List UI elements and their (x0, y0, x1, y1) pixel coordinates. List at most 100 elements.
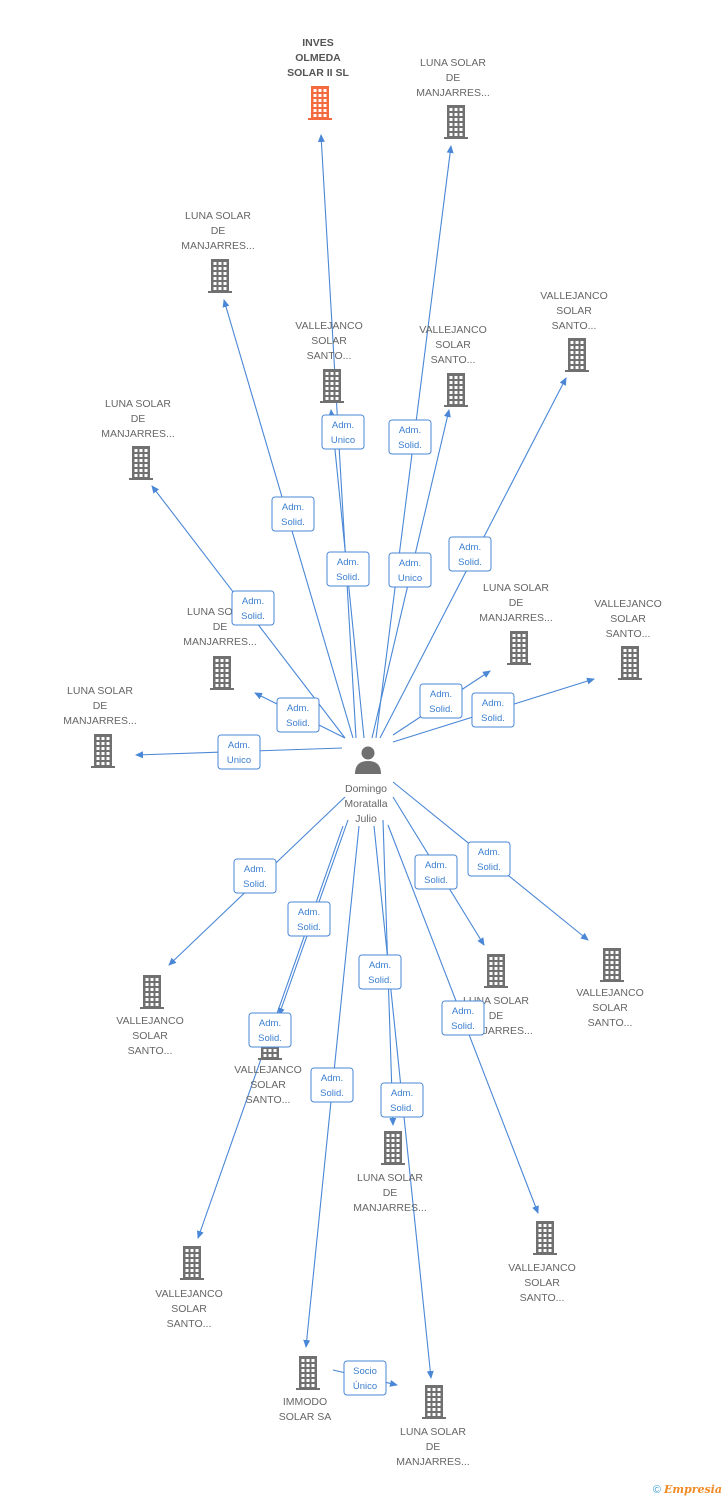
relation-label[interactable]: Adm. Unico (217, 734, 261, 770)
company-name-line: SANTO... (431, 354, 476, 366)
relation-label[interactable]: Adm. Solid. (414, 854, 458, 890)
company-name-line: MANJARRES... (183, 636, 257, 648)
relation-label[interactable]: Adm.Solid. (276, 697, 320, 733)
company-node[interactable]: LUNA SOLARDEMANJARRES... (353, 1131, 427, 1214)
company-node[interactable]: LUNA SOLARDEMANJARRES... (396, 1385, 470, 1468)
relation-label-text: Adm. (332, 420, 354, 431)
company-name-line: VALLEJANCO (234, 1064, 302, 1076)
company-node[interactable]: LUNA SOLARDEMANJARRES... (479, 582, 553, 665)
relation-label-text: Solid. (424, 875, 448, 886)
relation-label[interactable]: Adm.Solid. (326, 551, 370, 587)
relation-label[interactable]: Adm.Solid. (358, 954, 402, 990)
relation-label-text: Adm. (482, 698, 504, 709)
company-node[interactable]: LUNA SOLARDEMANJARRES... (63, 685, 137, 768)
relation-label-text: Solid. (390, 1103, 414, 1114)
relation-label-box[interactable] (448, 536, 492, 572)
relation-label-text: Único (353, 1381, 377, 1392)
relation-label[interactable]: Adm.Solid. (388, 419, 432, 455)
relation-label-box[interactable] (248, 1012, 292, 1048)
company-name-line: SOLAR (556, 305, 592, 317)
relation-label-box[interactable] (326, 551, 370, 587)
company-name-line: SOLAR (524, 1277, 560, 1289)
company-name-line: LUNA SOLAR (483, 582, 549, 594)
relation-label-box[interactable] (287, 901, 331, 937)
relation-label-text: Solid. (297, 922, 321, 933)
relation-label-text: Solid. (320, 1088, 344, 1099)
building-icon (422, 1385, 446, 1419)
relation-label-box[interactable] (388, 419, 432, 455)
relation-label-text: Unico (227, 755, 251, 766)
relation-label[interactable]: Adm.Solid. (380, 1082, 424, 1118)
relation-label[interactable]: Adm.Unico (388, 552, 432, 588)
empresia-logo[interactable]: Empresia (663, 1483, 722, 1496)
company-node[interactable]: VALLEJANCOSOLARSANTO... (508, 1221, 576, 1304)
relation-label[interactable]: Adm.Unico (321, 414, 365, 450)
company-node[interactable]: VALLEJANCOSOLARSANTO... (576, 948, 644, 1029)
relation-label-box[interactable] (276, 697, 320, 733)
relation-label-text: Adm. (287, 703, 309, 714)
company-name-line: SOLAR (592, 1002, 628, 1014)
company-name-line: MANJARRES... (63, 715, 137, 727)
relation-label-box[interactable] (441, 1000, 485, 1036)
relation-label[interactable]: Adm.Solid. (419, 683, 463, 719)
relation-label-box[interactable] (388, 552, 432, 588)
relation-label-box[interactable] (217, 734, 261, 770)
relation-label-box[interactable] (467, 841, 511, 877)
relation-label[interactable]: Adm.Solid. (287, 901, 331, 937)
company-node[interactable]: LUNA SOLARDEMANJARRES... (416, 57, 490, 139)
relation-label[interactable]: Adm.Solid. (248, 1012, 292, 1048)
relation-label-box[interactable] (358, 954, 402, 990)
company-node[interactable]: LUNA SOLARDEMANJARRES... (101, 398, 175, 480)
company-name-line: LUNA SOLAR (185, 210, 251, 222)
company-node[interactable]: VALLEJANCOSOLARSANTO... (155, 1246, 223, 1330)
relation-labels-layer: Adm.UnicoAdm.Solid.Adm.Solid.Adm.Solid.A… (217, 414, 515, 1396)
company-node[interactable]: LUNA SOLARDEMANJARRES... (459, 954, 533, 1037)
relation-label[interactable]: Adm.Solid. (467, 841, 511, 877)
company-node[interactable]: VALLEJANCOSOLARSANTO... (295, 320, 363, 403)
company-node[interactable]: VALLEJANCOSOLARSANTO... (116, 975, 184, 1057)
relation-label-text: Solid. (458, 557, 482, 568)
company-name-line: VALLEJANCO (116, 1015, 184, 1027)
relation-label-text: Adm. (452, 1006, 474, 1017)
relation-label-text: Adm. (228, 740, 250, 751)
person-icon (355, 746, 381, 774)
relation-label-box[interactable] (233, 858, 277, 894)
building-icon (600, 948, 624, 982)
relation-label[interactable]: Adm.Solid. (310, 1067, 354, 1103)
company-node[interactable]: VALLEJANCOSOLARSANTO... (419, 324, 487, 407)
company-name-line: LUNA SOLAR (105, 398, 171, 410)
relation-label[interactable]: Adm.Solid. (441, 1000, 485, 1036)
relation-label-text: Adm. (425, 860, 447, 871)
relation-label[interactable]: Adm.Solid. (271, 496, 315, 532)
relation-label-box[interactable] (380, 1082, 424, 1118)
relation-label[interactable]: Adm.Solid. (471, 692, 515, 728)
company-name-line: LUNA SOLAR (400, 1426, 466, 1438)
company-node[interactable]: VALLEJANCOSOLARSANTO... (540, 290, 608, 372)
building-icon (533, 1221, 557, 1255)
company-name-line: MANJARRES... (181, 240, 255, 252)
building-icon (444, 373, 468, 407)
relation-label[interactable]: Adm.Solid. (231, 590, 275, 626)
relation-label-box[interactable] (419, 683, 463, 719)
company-node[interactable]: VALLEJANCOSOLARSANTO... (594, 598, 662, 680)
relation-label-box[interactable] (321, 414, 365, 450)
company-name-line: VALLEJANCO (295, 320, 363, 332)
relation-label-box[interactable] (471, 692, 515, 728)
relation-label[interactable]: Adm.Solid. (448, 536, 492, 572)
relation-label-box[interactable] (310, 1067, 354, 1103)
copyright-symbol: © (652, 1484, 661, 1496)
company-name-line: SOLAR (435, 339, 471, 351)
relation-label-box[interactable] (231, 590, 275, 626)
company-name-line: SOLAR (610, 613, 646, 625)
relation-label-box[interactable] (271, 496, 315, 532)
relation-label-box[interactable] (414, 854, 458, 890)
relation-label-box[interactable] (343, 1360, 387, 1396)
relation-label-text: Adm. (244, 864, 266, 875)
relation-label[interactable]: Adm. Solid. (233, 858, 277, 894)
company-node[interactable]: LUNA SOLARDEMANJARRES... (181, 210, 255, 293)
relation-label-text: Solid. (243, 879, 267, 890)
